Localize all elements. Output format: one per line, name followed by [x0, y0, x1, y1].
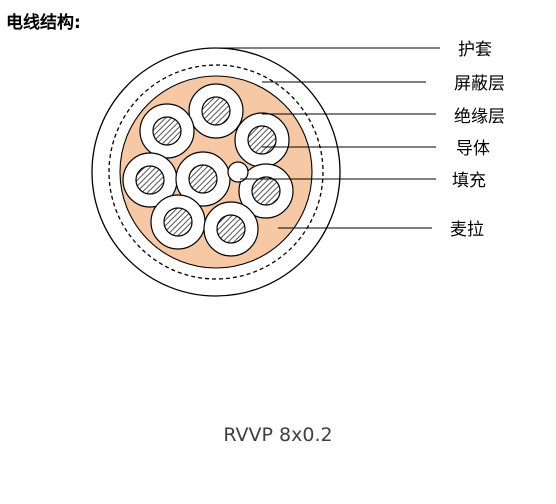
label-shield: 屏蔽层 [454, 74, 505, 94]
wire-lower-left [150, 194, 206, 250]
wire-top [188, 83, 244, 139]
label-mylar: 麦拉 [450, 220, 484, 240]
diagram-title: 电线结构: [6, 13, 81, 33]
label-insulation: 绝缘层 [454, 107, 505, 127]
wire-center [175, 151, 231, 207]
label-conductor: 导体 [456, 139, 490, 159]
filler-strand [227, 161, 249, 183]
wire-lower-right [203, 201, 259, 257]
label-sheath: 护套 [458, 40, 492, 60]
wire-right [238, 163, 294, 219]
wire-left [122, 152, 178, 208]
wire-upper-right [234, 112, 290, 168]
label-filler: 填充 [452, 171, 486, 191]
model-caption: RVVP 8x0.2 [223, 424, 333, 446]
shield-ring [108, 64, 324, 280]
wire-upper-left [139, 103, 195, 159]
